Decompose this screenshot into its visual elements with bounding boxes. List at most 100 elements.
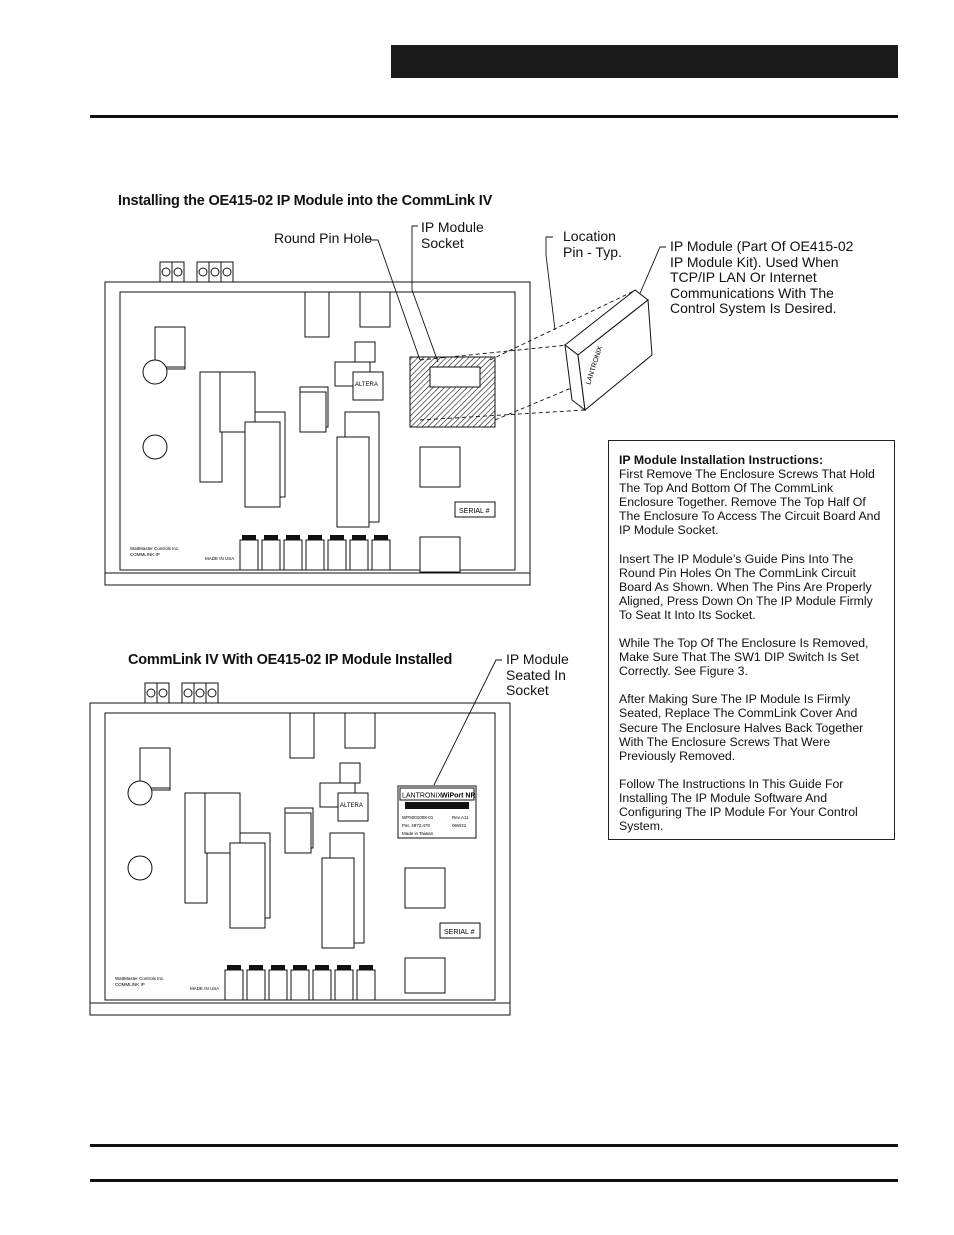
ic-chip xyxy=(154,326,186,368)
led xyxy=(352,535,366,540)
callout-location-pin: Location Pin - Typ. xyxy=(563,228,622,260)
callout-round-pin-hole: Round Pin Hole xyxy=(274,230,373,246)
footer-rule xyxy=(90,1144,898,1147)
led-connector xyxy=(283,539,303,571)
ip-module-exploded: LANTRONIX xyxy=(564,289,653,412)
terminal-screw xyxy=(183,688,193,698)
made-in-label: MADE IN USA xyxy=(190,986,219,991)
led-connector xyxy=(268,969,288,1001)
led xyxy=(242,535,256,540)
ic-chip xyxy=(354,341,376,363)
led xyxy=(264,535,278,540)
altera-label: ALTERA xyxy=(355,382,378,388)
instructions-paragraph: After Making Sure The IP Module Is Firml… xyxy=(619,692,864,763)
led xyxy=(249,965,263,970)
made-in-label: MADE IN USA xyxy=(205,556,234,561)
module-rev: Rev.A11 xyxy=(452,815,469,820)
terminal-screw xyxy=(161,267,171,277)
led xyxy=(293,965,307,970)
capacitor xyxy=(142,434,168,460)
serial-plate xyxy=(454,501,496,518)
callout-ip-module-socket: IP Module Socket xyxy=(421,219,484,251)
capacitor xyxy=(127,780,153,806)
footer-rule xyxy=(90,1179,898,1182)
capacitor xyxy=(127,855,153,881)
instructions-title: IP Module Installation Instructions: xyxy=(619,453,824,467)
led-connector xyxy=(261,539,281,571)
altera-chip xyxy=(352,371,384,401)
led-connector xyxy=(334,969,354,1001)
rj45-jack xyxy=(359,291,391,328)
led-connector xyxy=(356,969,376,1001)
ic-chip xyxy=(229,842,266,929)
instructions-paragraph: Follow The Instructions In This Guide Fo… xyxy=(619,776,858,834)
led-connector xyxy=(327,539,347,571)
rj45-jack xyxy=(344,712,376,749)
figure2-heading: CommLink IV With OE415-02 IP Module Inst… xyxy=(128,652,453,668)
led xyxy=(374,535,388,540)
module-brand: LANTRONIX xyxy=(402,793,442,800)
terminal-screw xyxy=(222,267,232,277)
instructions-paragraph: While The Top Of The Enclosure Is Remove… xyxy=(619,636,869,679)
serial-label: SERIAL # xyxy=(444,929,475,936)
led xyxy=(308,535,322,540)
connector xyxy=(304,291,330,338)
altera-chip xyxy=(337,792,369,822)
maker-label: WattMaster Controls Inc. xyxy=(130,546,179,551)
instructions-paragraph: Insert The IP Module’s Guide Pins Into T… xyxy=(619,551,873,622)
transformer xyxy=(419,446,461,488)
board-name-label: COMMLINK IP xyxy=(130,552,160,557)
led-connector xyxy=(239,539,259,571)
module-part: WP5001008-01 xyxy=(402,815,434,820)
ic-chip xyxy=(244,421,281,508)
terminal-screw xyxy=(207,688,217,698)
led xyxy=(227,965,241,970)
ic-chip xyxy=(139,747,171,789)
terminal-screw xyxy=(173,267,183,277)
commlink-board-installed: ALTERA SERIAL # WattMaster Controls Inc.CO… xyxy=(89,682,511,1016)
terminal-screw xyxy=(158,688,168,698)
header-rule xyxy=(90,115,898,118)
socket-header xyxy=(429,366,481,388)
ic-chip xyxy=(321,857,355,949)
led xyxy=(271,965,285,970)
terminal-screw xyxy=(198,267,208,277)
ic-chip xyxy=(284,812,312,854)
led xyxy=(286,535,300,540)
led-connector xyxy=(246,969,266,1001)
connector xyxy=(289,712,315,759)
terminal-screw xyxy=(195,688,205,698)
led-connector xyxy=(371,539,391,571)
terminal-screw xyxy=(146,688,156,698)
board-name-label: COMMLINK IP xyxy=(115,982,145,987)
led-connector xyxy=(290,969,310,1001)
callout-seated: IP Module Seated In Socket xyxy=(506,651,569,698)
led-connector xyxy=(312,969,332,1001)
ip-module-installed: LANTRONIX WiPort NR WP5001008-01 Rev.A11… xyxy=(397,785,477,839)
led xyxy=(330,535,344,540)
serial-plate xyxy=(439,922,481,939)
led xyxy=(337,965,351,970)
maker-label: WattMaster Controls Inc. xyxy=(115,976,164,981)
ic-chip xyxy=(184,792,208,904)
dip-switch xyxy=(419,536,461,573)
ic-chip xyxy=(339,762,361,784)
transformer xyxy=(404,867,446,909)
led-connector xyxy=(305,539,325,571)
instructions-box: IP Module Installation Instructions:Firs… xyxy=(608,440,895,840)
figure1-heading: Installing the OE415-02 IP Module into t… xyxy=(118,193,493,209)
module-patent: Pat. 4872,470 xyxy=(402,823,431,828)
capacitor xyxy=(142,359,168,385)
dip-switch xyxy=(404,957,446,994)
led-connector xyxy=(224,969,244,1001)
altera-label: ALTERA xyxy=(340,803,363,809)
instructions-paragraph: First Remove The Enclosure Screws That H… xyxy=(619,467,881,538)
terminal-screw xyxy=(210,267,220,277)
module-date: 06W21 xyxy=(452,823,467,828)
module-origin: Made in Taiwan xyxy=(402,831,434,836)
header-bar xyxy=(391,45,898,78)
ic-chip xyxy=(336,436,370,528)
